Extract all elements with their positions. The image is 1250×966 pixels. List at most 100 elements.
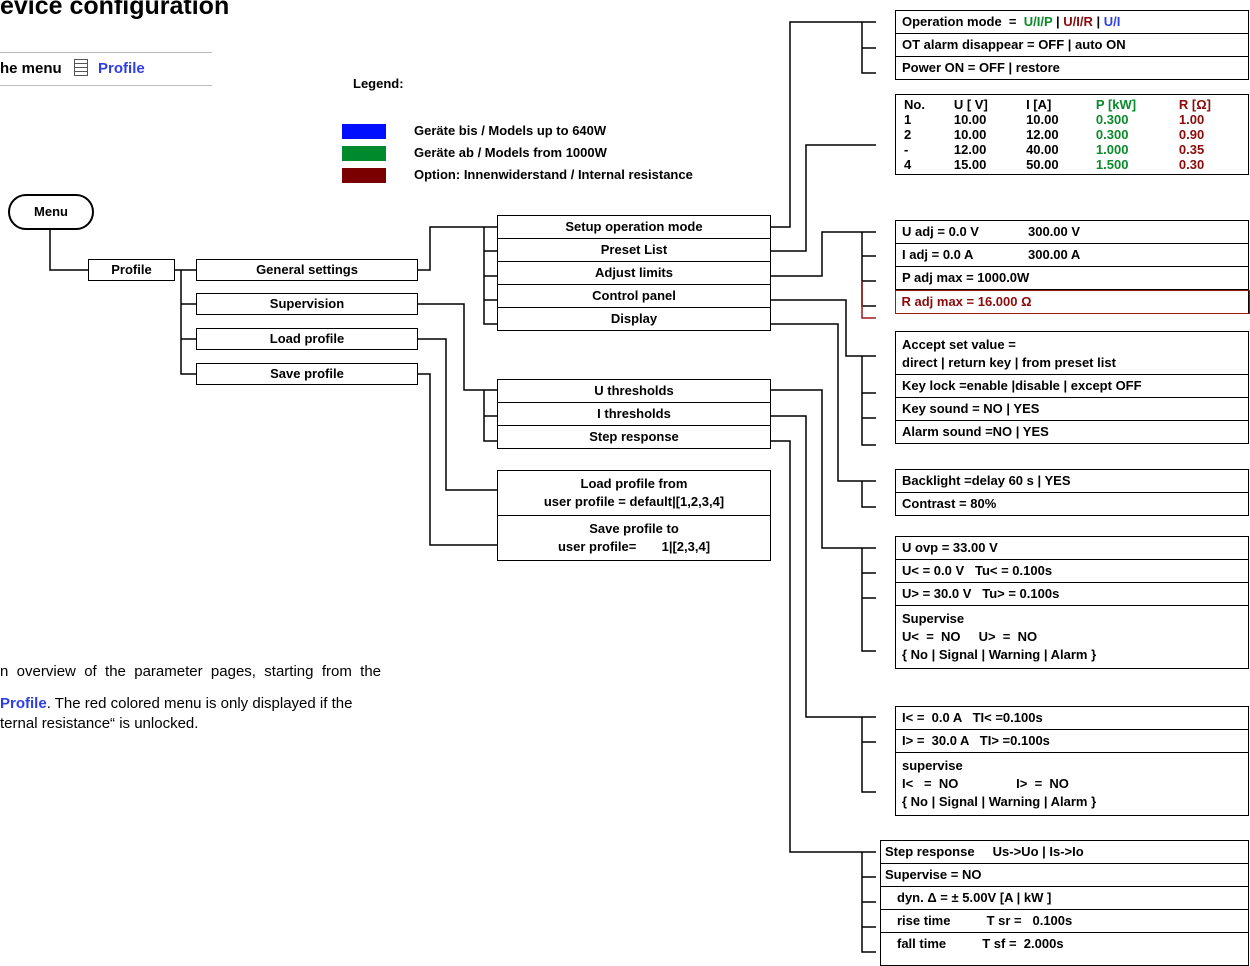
- para-profile-link[interactable]: Profile: [0, 695, 47, 712]
- r-adj-row[interactable]: R adj max = 16.000 Ω: [894, 290, 1250, 314]
- load-profile-line2: user profile = default|[1,2,3,4]: [543, 494, 725, 509]
- u-ovp-row[interactable]: U ovp = 33.00 V: [896, 537, 1248, 560]
- u-adj-row[interactable]: U adj = 0.0 V 300.00 V: [896, 221, 1248, 244]
- preset-list-item[interactable]: Preset List: [498, 239, 770, 262]
- supervision-group: U thresholds I thresholds Step response: [497, 379, 771, 449]
- step-dyn-row[interactable]: dyn. Δ = ± 5.00V [A | kW ]: [881, 887, 1248, 910]
- key-lock-row[interactable]: Key lock =enable |disable | except OFF: [896, 375, 1248, 398]
- step-supervise-row[interactable]: Supervise = NO: [881, 864, 1248, 887]
- save-profile-line1: Save profile to: [589, 521, 679, 536]
- i-supervise-options: { No | Signal | Warning | Alarm }: [902, 794, 1097, 809]
- table-row[interactable]: - 12.00 40.00 1.000 0.35: [900, 142, 1244, 157]
- step-rise-row[interactable]: rise time T sr = 0.100s: [881, 910, 1248, 933]
- legend-swatch-green: [342, 146, 386, 161]
- u-thresholds-item[interactable]: U thresholds: [498, 380, 770, 403]
- supervision-node[interactable]: Supervision: [196, 293, 418, 315]
- operation-mode-uip: U/I/P: [1023, 14, 1053, 29]
- alarm-sound-row[interactable]: Alarm sound =NO | YES: [902, 424, 1049, 439]
- i-high-row[interactable]: I> = 30.0 A TI> =0.100s: [896, 730, 1248, 753]
- table-row[interactable]: 2 10.00 12.00 0.300 0.90: [900, 127, 1244, 142]
- cell-no: 1: [904, 112, 912, 127]
- control-panel-item[interactable]: Control panel: [498, 285, 770, 308]
- setup-operation-mode-item[interactable]: Setup operation mode: [498, 216, 770, 239]
- step-response-box: Step response Us->Uo | Is->Io Supervise …: [880, 840, 1249, 966]
- col-p: P [kW]: [1095, 97, 1137, 112]
- u-adj-value: U adj = 0.0 V: [902, 224, 979, 239]
- u-thresholds-box: U ovp = 33.00 V U< = 0.0 V Tu< = 0.100s …: [895, 536, 1249, 669]
- description-paragraph: n overview of the parameter pages, start…: [0, 662, 410, 734]
- menu-root[interactable]: Menu: [8, 194, 94, 230]
- page-title: evice configuration: [0, 0, 230, 20]
- para-line2-text: . The red colored menu is only displayed…: [46, 695, 353, 712]
- key-sound-row[interactable]: Key sound = NO | YES: [896, 398, 1248, 421]
- step-fall-row[interactable]: fall time T sf = 2.000s: [897, 936, 1064, 951]
- cell-p: 0.300: [1095, 112, 1129, 127]
- cell-r: 0.35: [1178, 142, 1205, 157]
- table-row[interactable]: 4 15.00 50.00 1.500 0.30: [900, 157, 1244, 172]
- preset-table-box: No. U [ V] I [A] P [kW] R [Ω] 1 10.00 10…: [895, 94, 1249, 175]
- general-settings-group: Setup operation mode Preset List Adjust …: [497, 215, 771, 331]
- table-row[interactable]: 1 10.00 10.00 0.300 1.00: [900, 112, 1244, 127]
- legend-label-green: Geräte ab / Models from 1000W: [414, 145, 607, 160]
- ot-alarm-row[interactable]: OT alarm disappear = OFF | auto ON: [896, 34, 1248, 57]
- u-adj-max: 300.00 V: [1028, 224, 1081, 239]
- contrast-row[interactable]: Contrast = 80%: [902, 496, 997, 511]
- cell-u: 15.00: [953, 157, 987, 172]
- save-profile-item[interactable]: Save profile to user profile= 1|[2,3,4]: [498, 516, 770, 560]
- step-response-item[interactable]: Step response: [589, 429, 679, 444]
- load-profile-node[interactable]: Load profile: [196, 328, 418, 350]
- cell-i: 12.00: [1026, 127, 1059, 142]
- adjust-limits-item[interactable]: Adjust limits: [498, 262, 770, 285]
- u-supervise-row[interactable]: Supervise U< = NO U> = NO { No | Signal …: [896, 606, 1248, 668]
- operation-mode-label: Operation mode =: [902, 14, 1024, 29]
- document-icon: [73, 59, 88, 76]
- breadcrumb-profile-link[interactable]: Profile: [98, 60, 145, 77]
- legend-label-red: Option: Innenwiderstand / Internal resis…: [414, 167, 693, 182]
- legend-swatch-red: [342, 168, 386, 183]
- p-adj-row[interactable]: P adj max = 1000.0W: [896, 267, 1248, 290]
- cell-p: 0.300: [1095, 127, 1129, 142]
- load-profile-item[interactable]: Load profile from user profile = default…: [498, 471, 770, 516]
- backlight-row[interactable]: Backlight =delay 60 s | YES: [896, 470, 1248, 493]
- display-item[interactable]: Display: [610, 311, 658, 326]
- i-thresholds-item[interactable]: I thresholds: [498, 403, 770, 426]
- cell-u: 10.00: [953, 112, 987, 127]
- general-settings-node[interactable]: General settings: [196, 259, 418, 281]
- operation-mode-sep: |: [1052, 14, 1064, 29]
- operation-mode-box: Operation mode = U/I/P | U/I/R | U/I OT …: [895, 10, 1249, 80]
- legend-label-blue: Geräte bis / Models up to 640W: [414, 123, 607, 138]
- cell-i: 10.00: [1026, 112, 1059, 127]
- i-supervise-label: supervise: [902, 758, 963, 773]
- breadcrumb-prefix: he menu: [0, 60, 62, 77]
- legend-swatch-blue: [342, 124, 386, 139]
- save-profile-node[interactable]: Save profile: [196, 363, 418, 385]
- preset-header-row: No. U [ V] I [A] P [kW] R [Ω]: [900, 97, 1244, 112]
- control-panel-box: Accept set value = direct | return key |…: [895, 331, 1249, 444]
- cell-u: 10.00: [953, 127, 987, 142]
- u-low-row[interactable]: U< = 0.0 V Tu< = 0.100s: [896, 560, 1248, 583]
- load-profile-line1: Load profile from: [580, 476, 688, 491]
- col-r: R [Ω]: [1178, 97, 1212, 112]
- u-high-row[interactable]: U> = 30.0 V Tu> = 0.100s: [896, 583, 1248, 606]
- cell-r: 1.00: [1178, 112, 1205, 127]
- i-supervise-row[interactable]: supervise I< = NO I> = NO { No | Signal …: [896, 753, 1248, 815]
- i-adj-row[interactable]: I adj = 0.0 A 300.00 A: [896, 244, 1248, 267]
- profile-node[interactable]: Profile: [88, 259, 175, 281]
- i-low-row[interactable]: I< = 0.0 A TI< =0.100s: [896, 707, 1248, 730]
- cell-i: 40.00: [1026, 142, 1059, 157]
- i-adj-value: I adj = 0.0 A: [902, 247, 974, 262]
- operation-mode-row[interactable]: Operation mode = U/I/P | U/I/R | U/I: [896, 11, 1248, 34]
- power-on-row[interactable]: Power ON = OFF | restore: [902, 60, 1060, 75]
- cell-u: 12.00: [953, 142, 987, 157]
- accept-set-value-row[interactable]: Accept set value = direct | return key |…: [896, 332, 1248, 375]
- accept-options: direct | return key | from preset list: [902, 355, 1116, 370]
- step-mode-row[interactable]: Step response Us->Uo | Is->Io: [881, 841, 1248, 864]
- cell-no: 2: [904, 127, 912, 142]
- col-i: I [A]: [1026, 97, 1052, 112]
- i-adj-max: 300.00 A: [1028, 247, 1081, 262]
- u-supervise-values: U< = NO U> = NO: [902, 629, 1038, 644]
- para-line3: ternal resistance“ is unlocked.: [0, 715, 199, 732]
- preset-table: No. U [ V] I [A] P [kW] R [Ω] 1 10.00 10…: [900, 97, 1244, 172]
- legend-heading: Legend:: [353, 76, 404, 91]
